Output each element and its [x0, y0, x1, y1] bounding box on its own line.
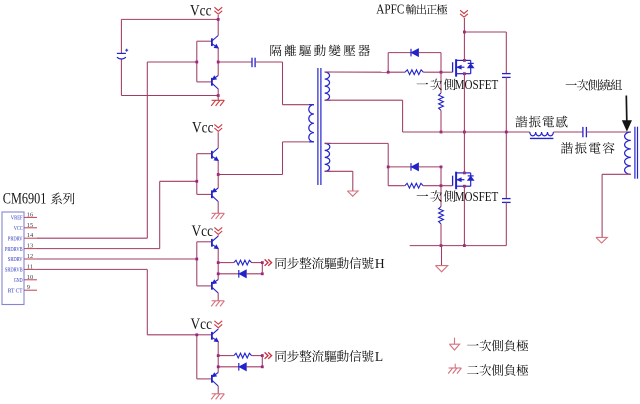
svg-text:11: 11	[27, 263, 33, 270]
svg-text:Vcc: Vcc	[190, 2, 212, 19]
svg-text:H: H	[375, 256, 385, 271]
svg-text:SRDRV: SRDRV	[8, 257, 23, 263]
svg-text:SRDRVB: SRDRVB	[5, 268, 23, 274]
svg-text:CM6901: CM6901	[3, 190, 47, 207]
svg-text:GND: GND	[14, 278, 23, 284]
svg-text:12: 12	[27, 253, 33, 260]
svg-text:Vcc: Vcc	[192, 120, 214, 137]
svg-text:APFC: APFC	[376, 2, 404, 17]
svg-text:9: 9	[27, 284, 30, 291]
svg-text:16: 16	[27, 211, 34, 218]
svg-text:PRDRVB: PRDRVB	[5, 247, 23, 253]
svg-text:RT CT: RT CT	[8, 288, 23, 294]
svg-text:10: 10	[27, 274, 33, 281]
svg-text:VREF: VREF	[11, 216, 23, 222]
svg-text:VCC: VCC	[14, 226, 23, 232]
svg-text:15: 15	[27, 222, 33, 229]
svg-text:Vcc: Vcc	[192, 223, 214, 240]
svg-text:MOSFET: MOSFET	[455, 77, 499, 92]
svg-text:PRDRV: PRDRV	[8, 236, 23, 242]
svg-text:MOSFET: MOSFET	[455, 189, 499, 204]
svg-text:L: L	[375, 349, 383, 364]
svg-text:Vcc: Vcc	[191, 316, 213, 333]
svg-text:13: 13	[27, 243, 33, 250]
svg-text:14: 14	[27, 232, 34, 239]
